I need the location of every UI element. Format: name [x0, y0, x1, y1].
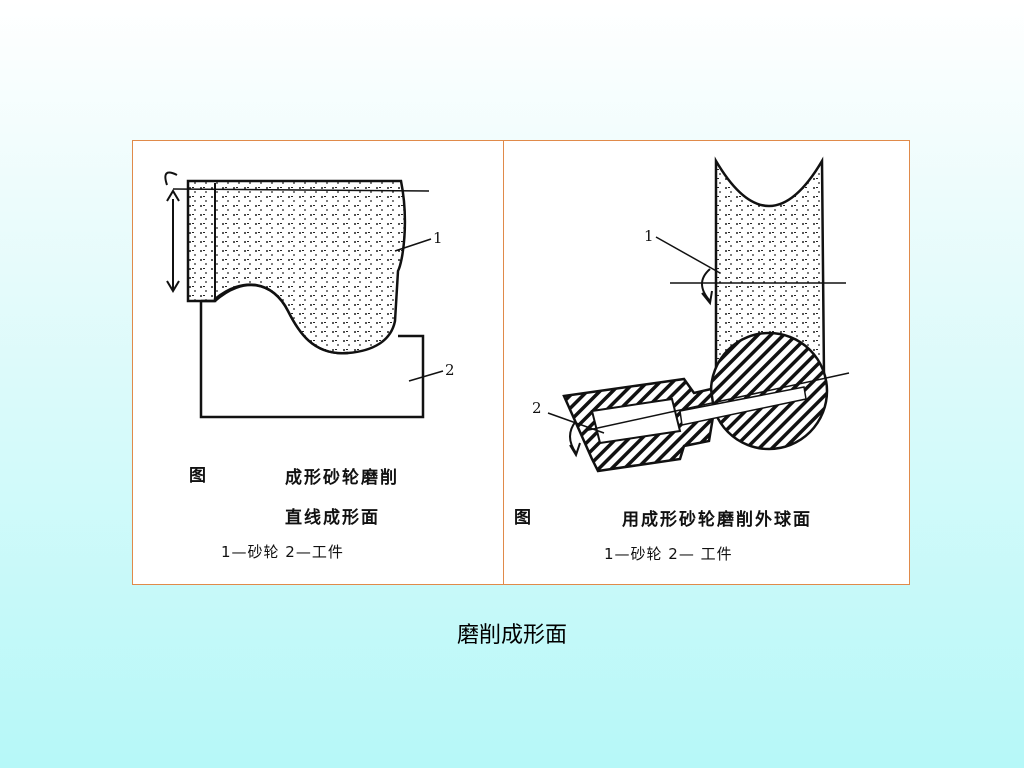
rotation-arrow-icon — [701, 268, 713, 306]
rotation-arrow-icon — [569, 420, 581, 458]
figure-word: 图 — [189, 466, 208, 486]
part-label-1: 1 — [433, 229, 443, 247]
figure-word: 图 — [514, 508, 533, 528]
figure-frame: 1 2 图 成形砂轮磨削 直线成形面 1—砂轮 2—工件 — [132, 140, 910, 585]
part-label-1: 1 — [644, 227, 654, 245]
right-figure-panel: 1 2 图 用成形砂轮磨削外球面 1—砂轮 2— 工件 — [504, 141, 910, 584]
slide-caption: 磨削成形面 — [456, 623, 567, 648]
caption-line-2: 直线成形面 — [285, 508, 380, 528]
leader-line-1 — [655, 236, 721, 274]
right-diagram — [547, 156, 850, 473]
caption-line-1: 成形砂轮磨削 — [285, 468, 399, 488]
legend-text: 1—砂轮 2— 工件 — [604, 545, 733, 563]
caption-line: 用成形砂轮磨削外球面 — [622, 510, 812, 530]
legend-text: 1—砂轮 2—工件 — [221, 543, 344, 561]
left-figure-panel: 1 2 图 成形砂轮磨削 直线成形面 1—砂轮 2—工件 — [133, 141, 503, 584]
part-label-2: 2 — [532, 399, 542, 417]
rotation-arrow-icon — [164, 171, 180, 293]
leader-line-2 — [547, 412, 605, 434]
axis-line — [172, 188, 430, 192]
leader-line-1 — [394, 238, 432, 252]
workpiece-shape — [199, 283, 425, 419]
left-diagram — [164, 171, 444, 419]
holder-axis — [583, 372, 850, 432]
leader-line-2 — [408, 370, 444, 382]
part-label-2: 2 — [445, 361, 455, 379]
panel-divider — [503, 141, 504, 584]
grinding-wheel-shape — [714, 156, 826, 378]
